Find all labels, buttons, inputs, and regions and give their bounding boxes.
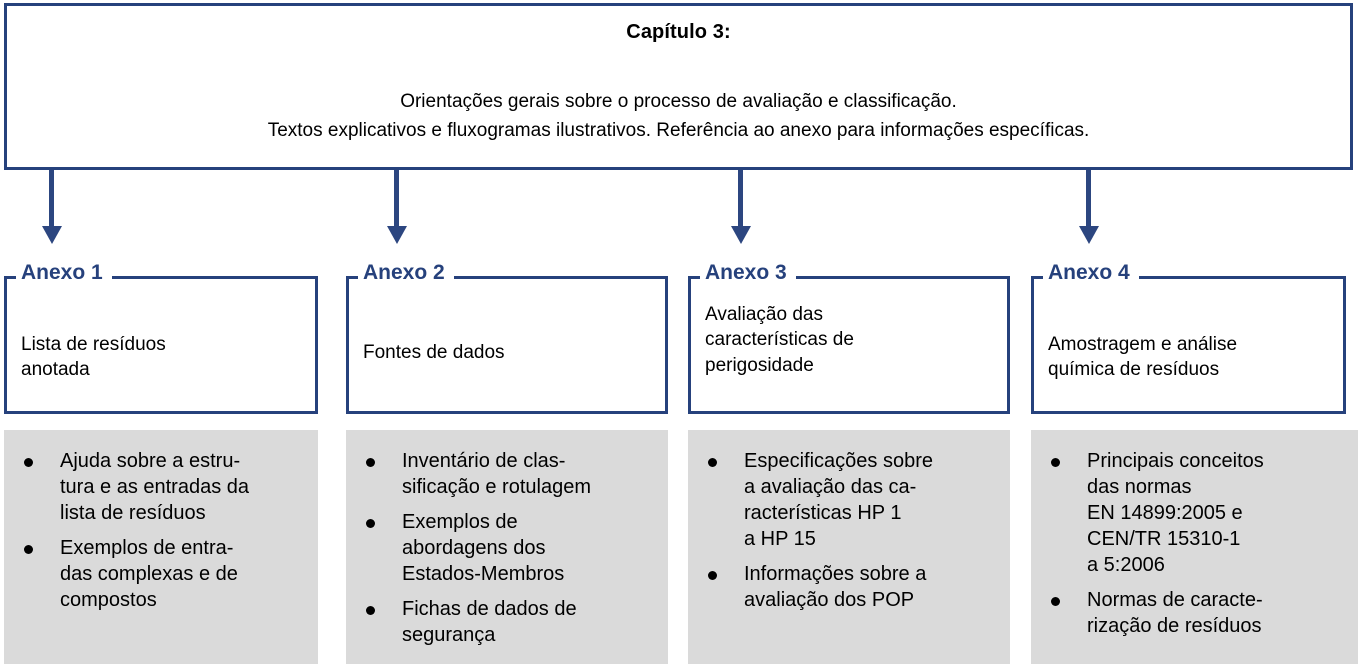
bullet-icon xyxy=(366,458,375,467)
bullet-icon xyxy=(1051,597,1060,606)
bullet-icon xyxy=(1051,458,1060,467)
bullet-text-line: Fichas de dados de xyxy=(402,598,577,620)
bullet-text-line: das normas xyxy=(1087,476,1192,498)
list-item: Principais conceitos das normas EN 14899… xyxy=(1031,448,1350,578)
annex-details-list-2: Inventário de clas- sificação e rotulage… xyxy=(346,430,668,648)
annex-description-3-line-2: características de xyxy=(705,329,854,351)
bullet-icon xyxy=(708,571,717,580)
annex-frame-4 xyxy=(1031,276,1346,414)
bullet-text-line: lista de resíduos xyxy=(60,502,206,524)
connector-arrow-head-4 xyxy=(1079,226,1099,244)
bullet-text-line: Exemplos de entra- xyxy=(60,537,234,559)
bullet-icon xyxy=(366,606,375,615)
bullet-text-line: abordagens dos xyxy=(402,537,546,559)
bullet-text-line: Normas de caracte- xyxy=(1087,589,1263,611)
bullet-text-line: Informações sobre a xyxy=(744,563,927,585)
annex-legend-4: Anexo 4 xyxy=(1043,262,1139,283)
annex-description-3: Avaliação das características de perigos… xyxy=(705,302,1000,378)
annex-details-panel-2: Inventário de clas- sificação e rotulage… xyxy=(346,430,668,664)
annex-description-4: Amostragem e análise química de resíduos xyxy=(1048,332,1336,383)
bullet-text-line: CEN/TR 15310-1 xyxy=(1087,528,1241,550)
bullet-text-line: Ajuda sobre a estru- xyxy=(60,450,241,472)
chapter-box: Capítulo 3: Orientações gerais sobre o p… xyxy=(4,3,1353,170)
annex-frame-3 xyxy=(688,276,1010,414)
chapter-description: Orientações gerais sobre o processo de a… xyxy=(7,88,1350,146)
annex-description-4-line-2: química de resíduos xyxy=(1048,359,1220,381)
annex-box-2: Anexo 2 Fontes de dados xyxy=(346,262,668,414)
connector-arrow-head-1 xyxy=(42,226,62,244)
bullet-text-line: a avaliação das ca- xyxy=(744,476,917,498)
annex-description-3-line-1: Avaliação das xyxy=(705,304,823,325)
annex-frame-1 xyxy=(4,276,318,414)
bullet-text-line: Inventário de clas- xyxy=(402,450,566,472)
bullet-icon xyxy=(24,545,33,554)
annex-description-1: Lista de resíduos anotada xyxy=(21,332,308,383)
bullet-text-line: das complexas e de xyxy=(60,563,238,585)
bullet-text-line: rização de resíduos xyxy=(1087,615,1262,637)
bullet-text-line: a 5:2006 xyxy=(1087,554,1165,576)
annex-details-panel-1: Ajuda sobre a estru- tura e as entradas … xyxy=(4,430,318,664)
annex-box-1: Anexo 1 Lista de resíduos anotada xyxy=(4,262,318,414)
bullet-icon xyxy=(24,458,33,467)
bullet-text-line: Principais conceitos xyxy=(1087,450,1264,472)
chapter-description-line-2: Textos explicativos e fluxogramas ilustr… xyxy=(267,119,1090,141)
list-item: Normas de caracte- rização de resíduos xyxy=(1031,587,1350,639)
bullet-text-line: compostos xyxy=(60,589,157,611)
annex-box-3: Anexo 3 Avaliação das características de… xyxy=(688,262,1010,414)
connector-arrow-shaft-4 xyxy=(1086,170,1091,226)
connector-arrow-head-3 xyxy=(731,226,751,244)
bullet-text-line: EN 14899:2005 e xyxy=(1087,502,1243,524)
annex-legend-3: Anexo 3 xyxy=(700,262,796,283)
chapter-description-line-1: Orientações gerais sobre o processo de a… xyxy=(400,91,957,112)
connector-arrow-shaft-1 xyxy=(49,170,54,226)
annex-description-1-line-2: anotada xyxy=(21,359,90,381)
bullet-text-line: sificação e rotulagem xyxy=(402,476,591,498)
bullet-text-line: Exemplos de xyxy=(402,511,518,533)
bullet-text-line: Especificações sobre xyxy=(744,450,933,472)
chapter-title: Capítulo 3: xyxy=(626,21,731,43)
connector-arrow-head-2 xyxy=(387,226,407,244)
bullet-text-line: segurança xyxy=(402,624,496,646)
bullet-icon xyxy=(708,458,717,467)
list-item: Ajuda sobre a estru- tura e as entradas … xyxy=(4,448,310,526)
annex-details-panel-4: Principais conceitos das normas EN 14899… xyxy=(1031,430,1358,664)
annex-description-2-line-1: Fontes de dados xyxy=(363,342,505,363)
bullet-text-line: racterísticas HP 1 xyxy=(744,502,902,524)
annex-description-4-line-1: Amostragem e análise xyxy=(1048,334,1238,355)
annex-details-list-3: Especificações sobre a avaliação das ca-… xyxy=(688,430,1010,613)
list-item: Informações sobre a avaliação dos POP xyxy=(688,561,1002,613)
annex-description-1-line-1: Lista de resíduos xyxy=(21,334,166,355)
list-item: Especificações sobre a avaliação das ca-… xyxy=(688,448,1002,552)
annex-description-2: Fontes de dados xyxy=(363,340,658,365)
list-item: Exemplos de abordagens dos Estados-Membr… xyxy=(346,509,660,587)
annex-box-4: Anexo 4 Amostragem e análise química de … xyxy=(1031,262,1346,414)
annex-legend-2: Anexo 2 xyxy=(358,262,454,283)
bullet-text-line: a HP 15 xyxy=(744,528,816,550)
annex-details-list-1: Ajuda sobre a estru- tura e as entradas … xyxy=(4,430,318,613)
bullet-text-line: avaliação dos POP xyxy=(744,589,915,611)
annex-description-3-line-3: perigosidade xyxy=(705,354,814,376)
annex-frame-2 xyxy=(346,276,668,414)
list-item: Fichas de dados de segurança xyxy=(346,596,660,648)
annex-details-list-4: Principais conceitos das normas EN 14899… xyxy=(1031,430,1358,639)
connector-arrow-shaft-3 xyxy=(738,170,743,226)
connector-arrow-shaft-2 xyxy=(394,170,399,226)
bullet-icon xyxy=(366,519,375,528)
annex-details-panel-3: Especificações sobre a avaliação das ca-… xyxy=(688,430,1010,664)
list-item: Inventário de clas- sificação e rotulage… xyxy=(346,448,660,500)
bullet-text-line: Estados-Membros xyxy=(402,563,565,585)
bullet-text-line: tura e as entradas da xyxy=(60,476,250,498)
list-item: Exemplos de entra- das complexas e de co… xyxy=(4,535,310,613)
annex-legend-1: Anexo 1 xyxy=(16,262,112,283)
